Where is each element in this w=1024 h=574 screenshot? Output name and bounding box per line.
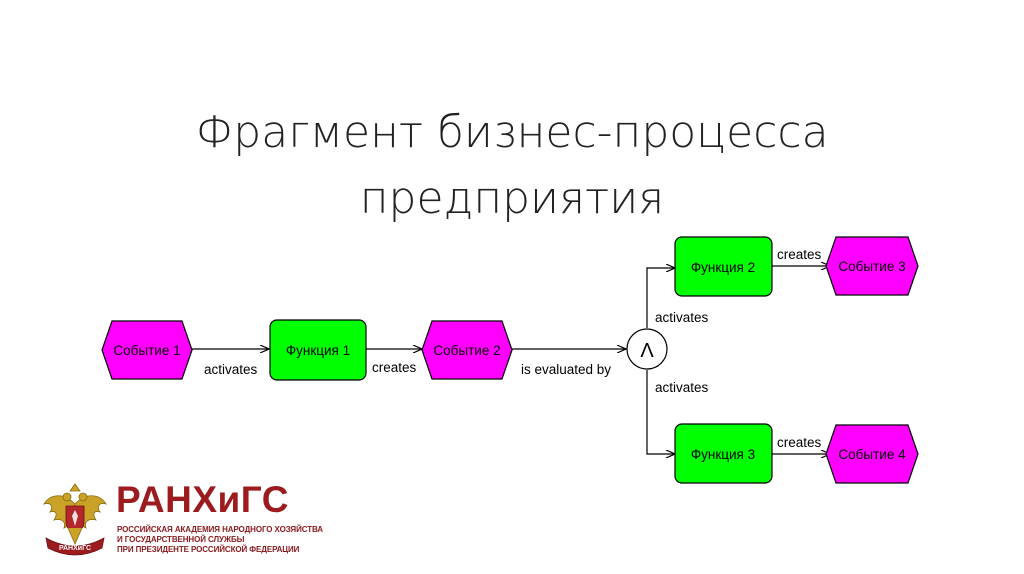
edge-label-activates-3: activates (655, 380, 709, 395)
slide-title: Фрагмент бизнес-процесса предприятия (0, 100, 1024, 232)
slide-title-line-2: предприятия (359, 173, 665, 224)
edge-label-is-evaluated-by: is evaluated by (521, 362, 611, 377)
function-node-2: Функция 2 (674, 236, 773, 297)
edge-and-func2 (646, 268, 675, 328)
edge-label-creates-1: creates (372, 360, 417, 375)
and-connector-symbol: Λ (640, 340, 654, 362)
connectors (190, 266, 830, 454)
double-headed-eagle-emblem-icon: РАНХиГС (43, 483, 107, 556)
and-connector: Λ (626, 328, 668, 370)
logo-subtitle: РОССИЙСКАЯ АКАДЕМИЯ НАРОДНОГО ХОЗЯЙСТВА … (117, 525, 323, 555)
edge-label-activates-1: activates (204, 362, 258, 377)
event-node-3: Событие 3 (825, 236, 919, 296)
logo-subtitle-line-1: РОССИЙСКАЯ АКАДЕМИЯ НАРОДНОГО ХОЗЯЙСТВА (117, 525, 323, 534)
function-node-3-label: Функция 3 (691, 447, 755, 462)
function-node-2-label: Функция 2 (691, 260, 755, 275)
edge-and-func3 (646, 370, 675, 454)
logo-subtitle-line-2: И ГОСУДАРСТВЕННОЙ СЛУЖБЫ (117, 535, 245, 544)
logo-name: РАНХиГС (116, 479, 289, 520)
edge-label-creates-3: creates (777, 435, 822, 450)
edge-label-creates-2: creates (777, 247, 822, 262)
event-node-1: Событие 1 (101, 320, 193, 380)
slide-title-line-1: Фрагмент бизнес-процесса (195, 107, 829, 158)
event-node-2: Событие 2 (421, 320, 513, 380)
event-node-3-label: Событие 3 (838, 259, 905, 274)
event-node-2-label: Событие 2 (433, 343, 500, 358)
function-node-1-label: Функция 1 (286, 343, 350, 358)
ranepa-logo: РАНХиГС РАНХиГС РОССИЙСКАЯ АКАДЕМИЯ НАРО… (40, 478, 323, 564)
function-node-3: Функция 3 (674, 423, 773, 484)
edge-label-activates-2: activates (655, 310, 709, 325)
event-node-1-label: Событие 1 (113, 343, 180, 358)
logo-subtitle-line-3: ПРИ ПРЕЗИДЕНТЕ РОССИЙСКОЙ ФЕДЕРАЦИИ (117, 545, 300, 554)
function-node-1: Функция 1 (269, 319, 367, 381)
event-node-4: Событие 4 (825, 424, 919, 484)
emblem-ribbon-text: РАНХиГС (59, 545, 91, 552)
event-node-4-label: Событие 4 (838, 447, 906, 462)
